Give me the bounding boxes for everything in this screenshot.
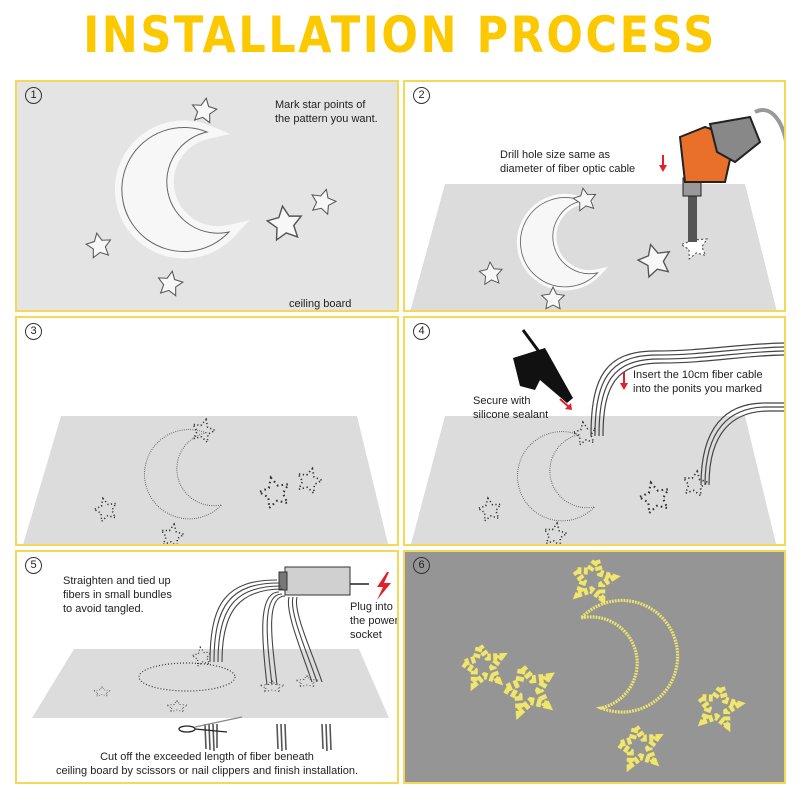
ceiling-board: [411, 416, 777, 544]
glowing-star-icon: [501, 662, 554, 714]
diagonal-arrow-icon: [559, 398, 572, 410]
ceiling-board: [410, 184, 777, 310]
insert-text-line-2: into the ponits you marked: [633, 383, 763, 395]
step-3-panel: 3: [15, 316, 399, 546]
step-1-instruction-line-2: the pattern you want.: [275, 113, 378, 125]
ceiling-board: [23, 416, 389, 544]
down-arrow-icon: [659, 155, 667, 172]
step-2-panel: 2 Drill hole size same as diameter of fi…: [403, 80, 786, 312]
fiber-bundle-icon: [209, 579, 323, 686]
step-2-instruction-line-2: diameter of fiber optic cable: [500, 163, 636, 175]
glue-gun-icon: [513, 329, 573, 403]
glowing-star-icon: [571, 557, 615, 599]
step-6-panel: 6: [403, 550, 786, 784]
glowing-star-icon: [461, 643, 505, 685]
bundle-text-line-1: Straighten and tied up: [63, 575, 171, 587]
step-1-panel: 1 Mark star points of the pattern you wa…: [15, 80, 399, 312]
glowing-moon-icon: [579, 598, 680, 714]
ceiling-board: [32, 649, 389, 718]
scissors-icon: [178, 716, 243, 733]
ceiling-board-label: ceiling board: [289, 298, 352, 310]
plug-text-line-3: socket: [350, 629, 382, 641]
cut-text-line-2: ceiling board by scissors or nail clippe…: [55, 765, 359, 777]
insert-text-line-1: Insert the 10cm fiber cable: [633, 369, 763, 381]
step-number: 4: [413, 323, 430, 340]
step-number: 6: [413, 557, 430, 574]
cut-fibers: [204, 723, 332, 752]
bundle-text-line-2: fibers in small bundles: [63, 589, 172, 601]
step-number: 2: [413, 87, 430, 104]
plug-text-line-1: Plug into: [350, 601, 393, 613]
drill-icon: [678, 108, 784, 242]
plug-text-line-2: the power: [350, 615, 399, 627]
step-5-panel: 5 Straighten and tied up fibers in small…: [15, 550, 399, 784]
bundle-text-line-3: to avoid tangled.: [63, 603, 144, 615]
sealant-text-line-1: Secure with: [473, 395, 531, 407]
glowing-star-icon: [696, 684, 740, 726]
glowing-star-icon: [617, 724, 661, 766]
sealant-text-line-2: silicone sealant: [473, 409, 549, 421]
step-2-instruction-line-1: Drill hole size same as: [500, 149, 611, 161]
step-number: 5: [25, 557, 42, 574]
step-number: 3: [25, 323, 42, 340]
lightning-icon: [377, 572, 391, 600]
step-4-panel: 4 Secure with silicone sealant Insert th…: [403, 316, 786, 546]
fiber-cable-icon: [590, 342, 784, 486]
step-1-instruction-line-1: Mark star points of: [275, 99, 366, 111]
page-title: INSTALLATION PROCESS: [83, 6, 717, 64]
light-engine-icon: [278, 566, 369, 596]
down-arrow-icon: [620, 372, 628, 390]
step-number: 1: [25, 87, 42, 104]
glowing-pattern: [461, 557, 740, 766]
cut-text-line-1: Cut off the exceeded length of fiber ben…: [100, 751, 314, 763]
